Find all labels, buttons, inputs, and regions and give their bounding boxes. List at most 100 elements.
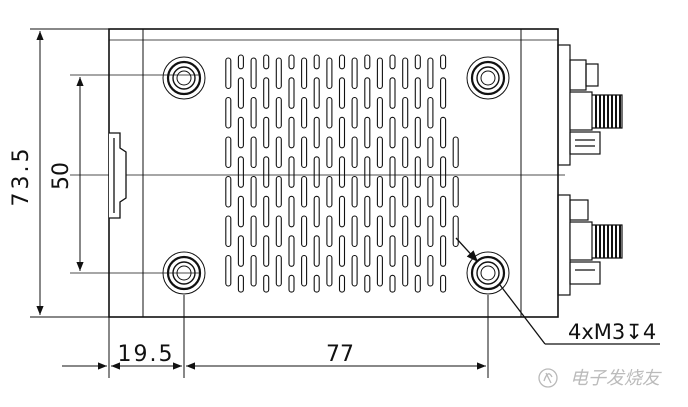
thread-depth: 4: [643, 320, 656, 344]
vent-slot: [440, 156, 447, 188]
vent-slot: [225, 96, 232, 129]
vent-slot: [313, 116, 320, 149]
vent-slot: [301, 175, 308, 208]
vent-slot: [326, 136, 333, 169]
vent-slot: [338, 54, 346, 70]
vent-slot: [402, 254, 409, 287]
vent-slot: [427, 254, 434, 287]
vent-slot: [263, 77, 270, 109]
vent-slot: [313, 77, 320, 109]
vent-slot: [275, 136, 282, 169]
vent-slot: [275, 175, 282, 208]
vent-slot: [263, 116, 270, 149]
vent-slot: [376, 215, 383, 248]
vent-slot: [389, 274, 396, 293]
vent-slot: [376, 136, 383, 169]
vent-slot: [288, 195, 295, 228]
vent-slot: [452, 136, 459, 169]
vent-slot: [376, 254, 383, 287]
vent-slot: [389, 235, 396, 267]
vent-slot: [326, 254, 333, 287]
vent-slot: [414, 195, 421, 228]
vent-slot: [351, 57, 358, 90]
vent-slot: [402, 136, 409, 169]
vent-slot: [313, 274, 320, 293]
vent-slot: [275, 57, 282, 90]
vent-slot: [452, 175, 459, 208]
vent-slot: [288, 274, 295, 293]
vent-slot: [250, 254, 257, 287]
vent-slot: [237, 274, 244, 293]
vent-slot: [402, 175, 409, 208]
vent-slot: [402, 215, 409, 248]
vent-slot: [414, 235, 421, 267]
thread-callout-leader: [455, 237, 660, 345]
vent-slot: [326, 175, 333, 208]
vent-slot: [237, 156, 244, 188]
vent-slot: [364, 195, 371, 228]
vent-slot: [427, 136, 434, 169]
vent-slot: [237, 195, 244, 228]
vent-slot: [225, 215, 232, 248]
vent-slot: [326, 57, 333, 90]
vent-slot: [288, 116, 295, 149]
vent-slot: [402, 57, 409, 90]
vent-slot: [376, 57, 383, 90]
vent-slot: [288, 54, 295, 70]
vent-slot: [338, 156, 346, 188]
vent-slot: [225, 57, 232, 90]
vent-slot: [250, 175, 257, 208]
vent-slot: [364, 274, 371, 293]
vent-slot: [427, 175, 434, 208]
vent-slot: [440, 274, 447, 293]
vent-slot: [364, 235, 371, 267]
vent-slot: [440, 54, 447, 70]
vent-slot: [326, 96, 333, 129]
vent-slot: [237, 235, 244, 267]
vent-slot: [225, 136, 232, 169]
depth-icon: ↧: [625, 320, 643, 344]
vent-slot: [263, 235, 270, 267]
vent-slot: [427, 96, 434, 129]
watermark-logo: [538, 368, 558, 388]
vent-slot: [313, 235, 320, 267]
vent-slot: [440, 77, 447, 109]
thread-callout-label: 4xM3↧4: [568, 320, 656, 344]
vent-slot: [427, 57, 434, 90]
vent-slot: [250, 136, 257, 169]
vent-slot: [263, 274, 270, 293]
vent-slot: [263, 195, 270, 228]
vent-slot: [313, 195, 320, 228]
vent-slot: [440, 116, 447, 149]
center-lines: [70, 74, 565, 274]
dimension-horizontal: [62, 295, 489, 378]
vent-slot: [338, 116, 346, 149]
vent-slot: [389, 54, 396, 70]
vent-slot: [351, 254, 358, 287]
vent-slot: [301, 136, 308, 169]
vent-slot: [250, 96, 257, 129]
vent-slot: [237, 54, 244, 70]
vent-slot: [250, 57, 257, 90]
vent-slot: [427, 215, 434, 248]
vent-slot: [364, 54, 371, 70]
device-body: [108, 28, 559, 318]
vent-slot: [326, 215, 333, 248]
dimension-height: [30, 28, 109, 318]
vent-slot: [301, 215, 308, 248]
vent-slot: [376, 96, 383, 129]
vent-slot: [389, 156, 396, 188]
vent-slot: [275, 215, 282, 248]
dimension-hole-spacing-horizontal-label: 77: [326, 342, 354, 367]
vent-slot: [351, 215, 358, 248]
vent-slot: [301, 254, 308, 287]
vent-slot: [414, 274, 421, 293]
vent-slot: [275, 254, 282, 287]
vent-slot: [288, 156, 295, 188]
vent-slot: [414, 54, 421, 70]
vent-slot: [301, 96, 308, 129]
vent-slot: [237, 116, 244, 149]
vent-slot: [338, 235, 346, 267]
vent-slot: [263, 54, 270, 70]
